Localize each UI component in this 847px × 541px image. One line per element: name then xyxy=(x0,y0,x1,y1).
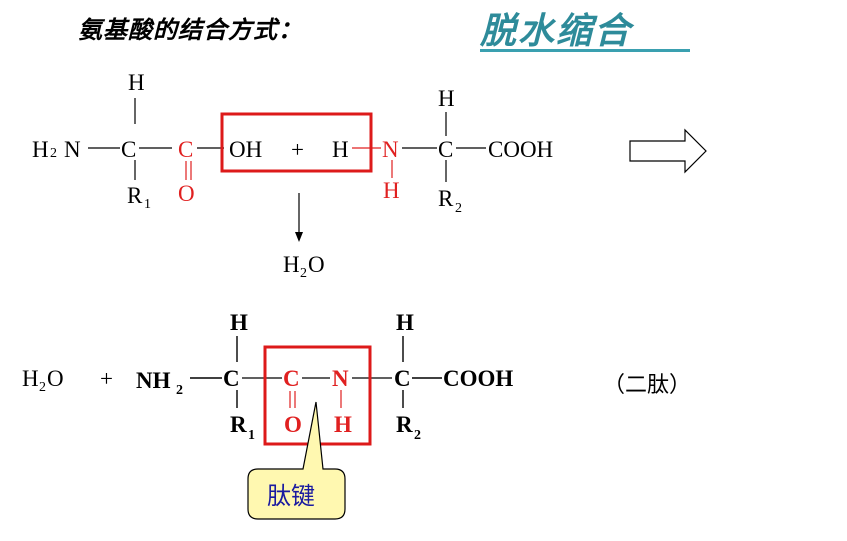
product-c1: C xyxy=(223,366,240,391)
aa1-hydroxyl: OH xyxy=(229,137,262,162)
aa2-h-top: H xyxy=(438,86,455,111)
product-nh-sub: 2 xyxy=(176,383,183,398)
product-water-h: H xyxy=(22,366,39,391)
aa1-r-group: R xyxy=(127,183,143,208)
water-arrow-head xyxy=(295,232,303,242)
product-c2-top: H xyxy=(396,310,414,335)
peptide-bond-callout xyxy=(247,401,346,520)
reaction-plus: + xyxy=(291,137,304,162)
product-plus: + xyxy=(100,366,113,391)
right-outline-arrow-icon xyxy=(629,128,707,174)
aa1-amine-sub: 2 xyxy=(50,146,57,161)
aa1-carbonyl-c: C xyxy=(178,137,193,162)
product-water-sub: 2 xyxy=(39,380,46,395)
product-r2-sub: 2 xyxy=(414,428,421,443)
aa2-n: N xyxy=(382,137,399,162)
water-o: O xyxy=(308,252,325,277)
aa1-r-sub: 1 xyxy=(144,197,151,212)
aa2-r-sub: 2 xyxy=(455,201,462,216)
aa1-amine-h: H xyxy=(32,137,49,162)
aa2-r-group: R xyxy=(438,186,454,211)
aa2-carboxyl: COOH xyxy=(488,137,553,162)
product-c-carbonyl: C xyxy=(283,366,300,391)
product-n: N xyxy=(332,366,349,391)
product-r2: R xyxy=(396,412,413,437)
aa2-alpha-c: C xyxy=(438,137,453,162)
aa1-amine-n: N xyxy=(64,137,81,162)
water-sub: 2 xyxy=(300,266,307,281)
page-subtitle: 脱水缩合 xyxy=(480,11,633,52)
product-water-o: O xyxy=(47,366,64,391)
aa1-alpha-c: C xyxy=(121,137,136,162)
aa2-h-left: H xyxy=(332,137,349,162)
page-title: 氨基酸的结合方式： xyxy=(78,16,303,44)
aa2-h-below-n: H xyxy=(383,178,400,203)
product-c2: C xyxy=(394,366,411,391)
product-r1-sub: 1 xyxy=(248,428,255,443)
aa1-carbonyl-o: O xyxy=(178,181,195,206)
product-nh: NH xyxy=(136,368,171,393)
dipeptide-label: （二肽） xyxy=(603,372,691,397)
product-r1: R xyxy=(230,412,247,437)
subtitle-underline xyxy=(480,49,690,52)
product-o-carbonyl: O xyxy=(284,412,302,437)
peptide-bond-label: 肽键 xyxy=(267,483,315,510)
water-removal-box xyxy=(220,112,373,173)
product-c1-top: H xyxy=(230,310,248,335)
water-h: H xyxy=(283,252,300,277)
product-h-n: H xyxy=(334,412,352,437)
product-carboxyl: COOH xyxy=(443,366,513,391)
aa1-h-top: H xyxy=(128,70,145,95)
